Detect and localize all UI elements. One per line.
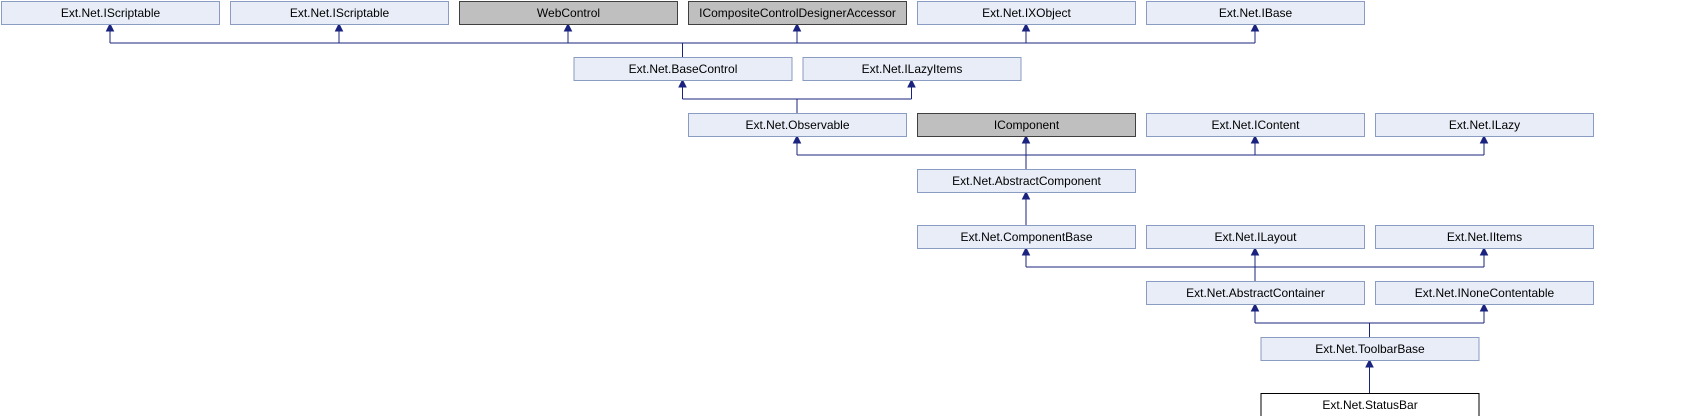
node-label: IComponent — [994, 118, 1060, 132]
class-node-ilazyitems[interactable]: Ext.Net.ILazyItems — [802, 57, 1022, 81]
class-node-statusbar[interactable]: Ext.Net.StatusBar — [1260, 393, 1480, 416]
arrowhead — [1021, 134, 1031, 144]
class-node-ilazy[interactable]: Ext.Net.ILazy — [1375, 113, 1594, 137]
node-box — [1146, 281, 1365, 305]
arrowhead — [1250, 246, 1260, 256]
arrowhead — [792, 134, 802, 144]
node-label: Ext.Net.INoneContentable — [1415, 286, 1555, 300]
class-node-icomponent[interactable]: IComponent — [917, 113, 1136, 137]
class-node-toolbarbase[interactable]: Ext.Net.ToolbarBase — [1260, 337, 1480, 361]
edges-layer — [105, 22, 1489, 393]
edge-observable — [678, 78, 916, 113]
arrowhead — [1021, 246, 1031, 256]
node-label: ICompositeControlDesignerAccessor — [699, 6, 896, 20]
arrowhead — [1365, 358, 1374, 368]
edge-statusbar — [1365, 358, 1374, 393]
class-node-abstractcomponent[interactable]: Ext.Net.AbstractComponent — [917, 169, 1136, 193]
node-label: Ext.Net.IBase — [1219, 6, 1293, 20]
arrowhead — [1021, 22, 1031, 32]
arrowhead — [1479, 246, 1489, 256]
class-node-webcontrol[interactable]: WebControl — [459, 1, 678, 25]
node-box — [1375, 225, 1594, 249]
node-label: Ext.Net.IXObject — [982, 6, 1071, 20]
arrowhead — [1250, 302, 1260, 312]
node-label: Ext.Net.ComponentBase — [960, 230, 1092, 244]
node-label: Ext.Net.ILazyItems — [862, 62, 963, 76]
node-label: Ext.Net.IScriptable — [290, 6, 390, 20]
node-box — [1146, 225, 1365, 249]
node-box — [688, 113, 907, 137]
node-box — [230, 1, 449, 25]
class-node-icontent[interactable]: Ext.Net.IContent — [1146, 113, 1365, 137]
node-label: Ext.Net.IContent — [1211, 118, 1300, 132]
arrowhead — [1250, 22, 1260, 32]
node-box — [459, 1, 678, 25]
arrowhead — [678, 78, 687, 88]
node-label: Ext.Net.ILayout — [1214, 230, 1297, 244]
class-node-inonecontentable[interactable]: Ext.Net.INoneContentable — [1375, 281, 1594, 305]
edge-toolbarbase — [1250, 302, 1489, 337]
node-box — [802, 57, 1022, 81]
class-node-iscriptable2[interactable]: Ext.Net.IScriptable — [230, 1, 449, 25]
arrowhead — [1479, 134, 1489, 144]
arrowhead — [907, 78, 916, 88]
class-node-abstractcontainer[interactable]: Ext.Net.AbstractContainer — [1146, 281, 1365, 305]
node-box — [917, 113, 1136, 137]
class-node-basecontrol[interactable]: Ext.Net.BaseControl — [573, 57, 793, 81]
edge-basecontrol — [105, 22, 1260, 57]
arrowhead — [105, 22, 115, 32]
arrowhead — [1479, 302, 1489, 312]
class-node-iitems[interactable]: Ext.Net.IItems — [1375, 225, 1594, 249]
node-box — [1260, 393, 1480, 416]
class-node-observable[interactable]: Ext.Net.Observable — [688, 113, 907, 137]
arrowhead — [1250, 134, 1260, 144]
node-label: Ext.Net.IItems — [1447, 230, 1522, 244]
edge-abstractcomponent — [792, 134, 1489, 169]
node-box — [1375, 113, 1594, 137]
node-label: Ext.Net.Observable — [745, 118, 849, 132]
node-label: Ext.Net.BaseControl — [629, 62, 738, 76]
class-node-ixobject[interactable]: Ext.Net.IXObject — [917, 1, 1136, 25]
node-box — [1, 1, 220, 25]
node-box — [917, 169, 1136, 193]
node-box — [1146, 113, 1365, 137]
node-label: Ext.Net.IScriptable — [61, 6, 161, 20]
class-node-componentbase[interactable]: Ext.Net.ComponentBase — [917, 225, 1136, 249]
node-box — [573, 57, 793, 81]
node-label: Ext.Net.AbstractComponent — [952, 174, 1101, 188]
node-box — [1375, 281, 1594, 305]
arrowhead — [792, 22, 802, 32]
class-node-ibase[interactable]: Ext.Net.IBase — [1146, 1, 1365, 25]
node-label: Ext.Net.StatusBar — [1322, 398, 1417, 412]
node-label: Ext.Net.ILazy — [1449, 118, 1520, 132]
node-box — [1260, 337, 1480, 361]
class-node-iscriptable1[interactable]: Ext.Net.IScriptable — [1, 1, 220, 25]
node-label: Ext.Net.ToolbarBase — [1315, 342, 1425, 356]
node-box — [1146, 1, 1365, 25]
arrowhead — [563, 22, 573, 32]
node-box — [917, 1, 1136, 25]
class-node-ilayout[interactable]: Ext.Net.ILayout — [1146, 225, 1365, 249]
nodes-layer: Ext.Net.IScriptable Ext.Net.IScriptable We… — [1, 1, 1594, 416]
edge-abstractcontainer — [1021, 246, 1489, 281]
edge-componentbase — [1021, 190, 1031, 225]
node-box — [688, 1, 907, 25]
node-box — [917, 225, 1136, 249]
node-label: Ext.Net.AbstractContainer — [1186, 286, 1325, 300]
arrowhead — [1021, 190, 1031, 200]
node-label: WebControl — [537, 6, 600, 20]
class-node-icompositecontroldesigneraccessor[interactable]: ICompositeControlDesignerAccessor — [688, 1, 907, 25]
arrowhead — [334, 22, 344, 32]
